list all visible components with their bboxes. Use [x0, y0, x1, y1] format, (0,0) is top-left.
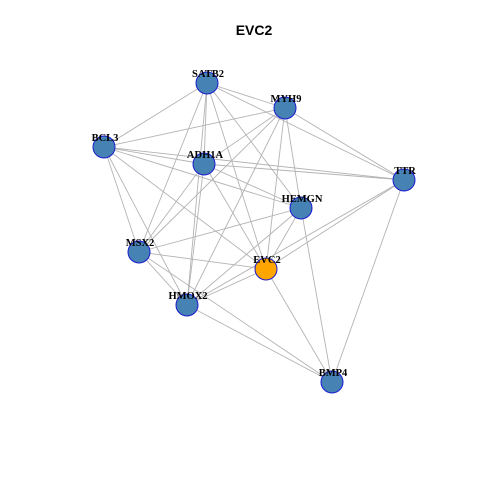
node-hmox2[interactable] — [175, 293, 199, 317]
node-label-hmox2: HMOX2 — [168, 291, 207, 302]
edge-myh9-adh1a — [203, 107, 286, 165]
edge-myh9-bcl3 — [103, 107, 286, 148]
edge-adh1a-hmox2 — [186, 163, 205, 306]
edge-satb2-msx2 — [138, 82, 208, 253]
node-label-myh9: MYH9 — [271, 94, 302, 105]
edge-adh1a-hemgn — [203, 163, 302, 209]
edge-ttr-evc2 — [265, 179, 405, 270]
edge-satb2-adh1a — [203, 82, 208, 165]
edge-myh9-evc2 — [265, 107, 286, 270]
edge-myh9-hemgn — [284, 107, 302, 209]
node-label-bcl3: BCL3 — [92, 133, 119, 144]
edge-hmox2-bmp4 — [186, 304, 333, 383]
node-layer — [92, 71, 416, 394]
edge-adh1a-evc2 — [203, 163, 267, 270]
node-label-bmp4: BMP4 — [319, 368, 348, 379]
edge-adh1a-ttr — [203, 163, 405, 181]
edge-hemgn-hmox2 — [186, 207, 302, 306]
edge-ttr-hmox2 — [186, 179, 405, 306]
edge-hemgn-msx2 — [138, 207, 302, 253]
node-label-adh1a: ADH1A — [187, 150, 224, 161]
node-label-hemgn: HEMGN — [282, 194, 323, 205]
diagram-title: EVC2 — [236, 22, 273, 38]
edge-msx2-bmp4 — [138, 251, 333, 383]
edge-msx2-hmox2 — [138, 251, 188, 306]
node-label-msx2: MSX2 — [126, 238, 155, 249]
edge-myh9-hmox2 — [186, 107, 286, 306]
edge-myh9-ttr — [284, 107, 405, 181]
edge-satb2-myh9 — [206, 82, 286, 109]
edge-bcl3-msx2 — [103, 146, 140, 253]
node-adh1a[interactable] — [192, 152, 216, 176]
edge-bcl3-adh1a — [103, 146, 205, 165]
edge-ttr-bmp4 — [331, 179, 405, 383]
edge-layer — [103, 82, 405, 383]
edge-msx2-evc2 — [138, 251, 267, 270]
node-ttr[interactable] — [392, 168, 416, 192]
node-hemgn[interactable] — [289, 196, 313, 220]
edge-bcl3-ttr — [103, 146, 405, 181]
edge-bcl3-evc2 — [103, 146, 267, 270]
edge-satb2-bcl3 — [103, 82, 208, 148]
node-satb2[interactable] — [195, 71, 219, 95]
edge-evc2-hmox2 — [186, 268, 267, 306]
node-bmp4[interactable] — [320, 370, 344, 394]
edge-bcl3-hmox2 — [103, 146, 188, 306]
edge-satb2-evc2 — [206, 82, 267, 270]
node-myh9[interactable] — [273, 96, 297, 120]
edge-satb2-hemgn — [206, 82, 302, 209]
edge-evc2-bmp4 — [265, 268, 333, 383]
node-label-ttr: TTR — [394, 166, 416, 177]
edge-hemgn-bmp4 — [300, 207, 333, 383]
node-label-evc2: EVC2 — [253, 255, 280, 266]
node-bcl3[interactable] — [92, 135, 116, 159]
node-msx2[interactable] — [127, 240, 151, 264]
edge-adh1a-msx2 — [138, 163, 205, 253]
node-evc2[interactable] — [254, 257, 278, 281]
edge-hemgn-evc2 — [265, 207, 302, 270]
edge-satb2-ttr — [206, 82, 405, 181]
edge-satb2-hmox2 — [186, 82, 208, 306]
node-label-satb2: SATB2 — [192, 69, 224, 80]
